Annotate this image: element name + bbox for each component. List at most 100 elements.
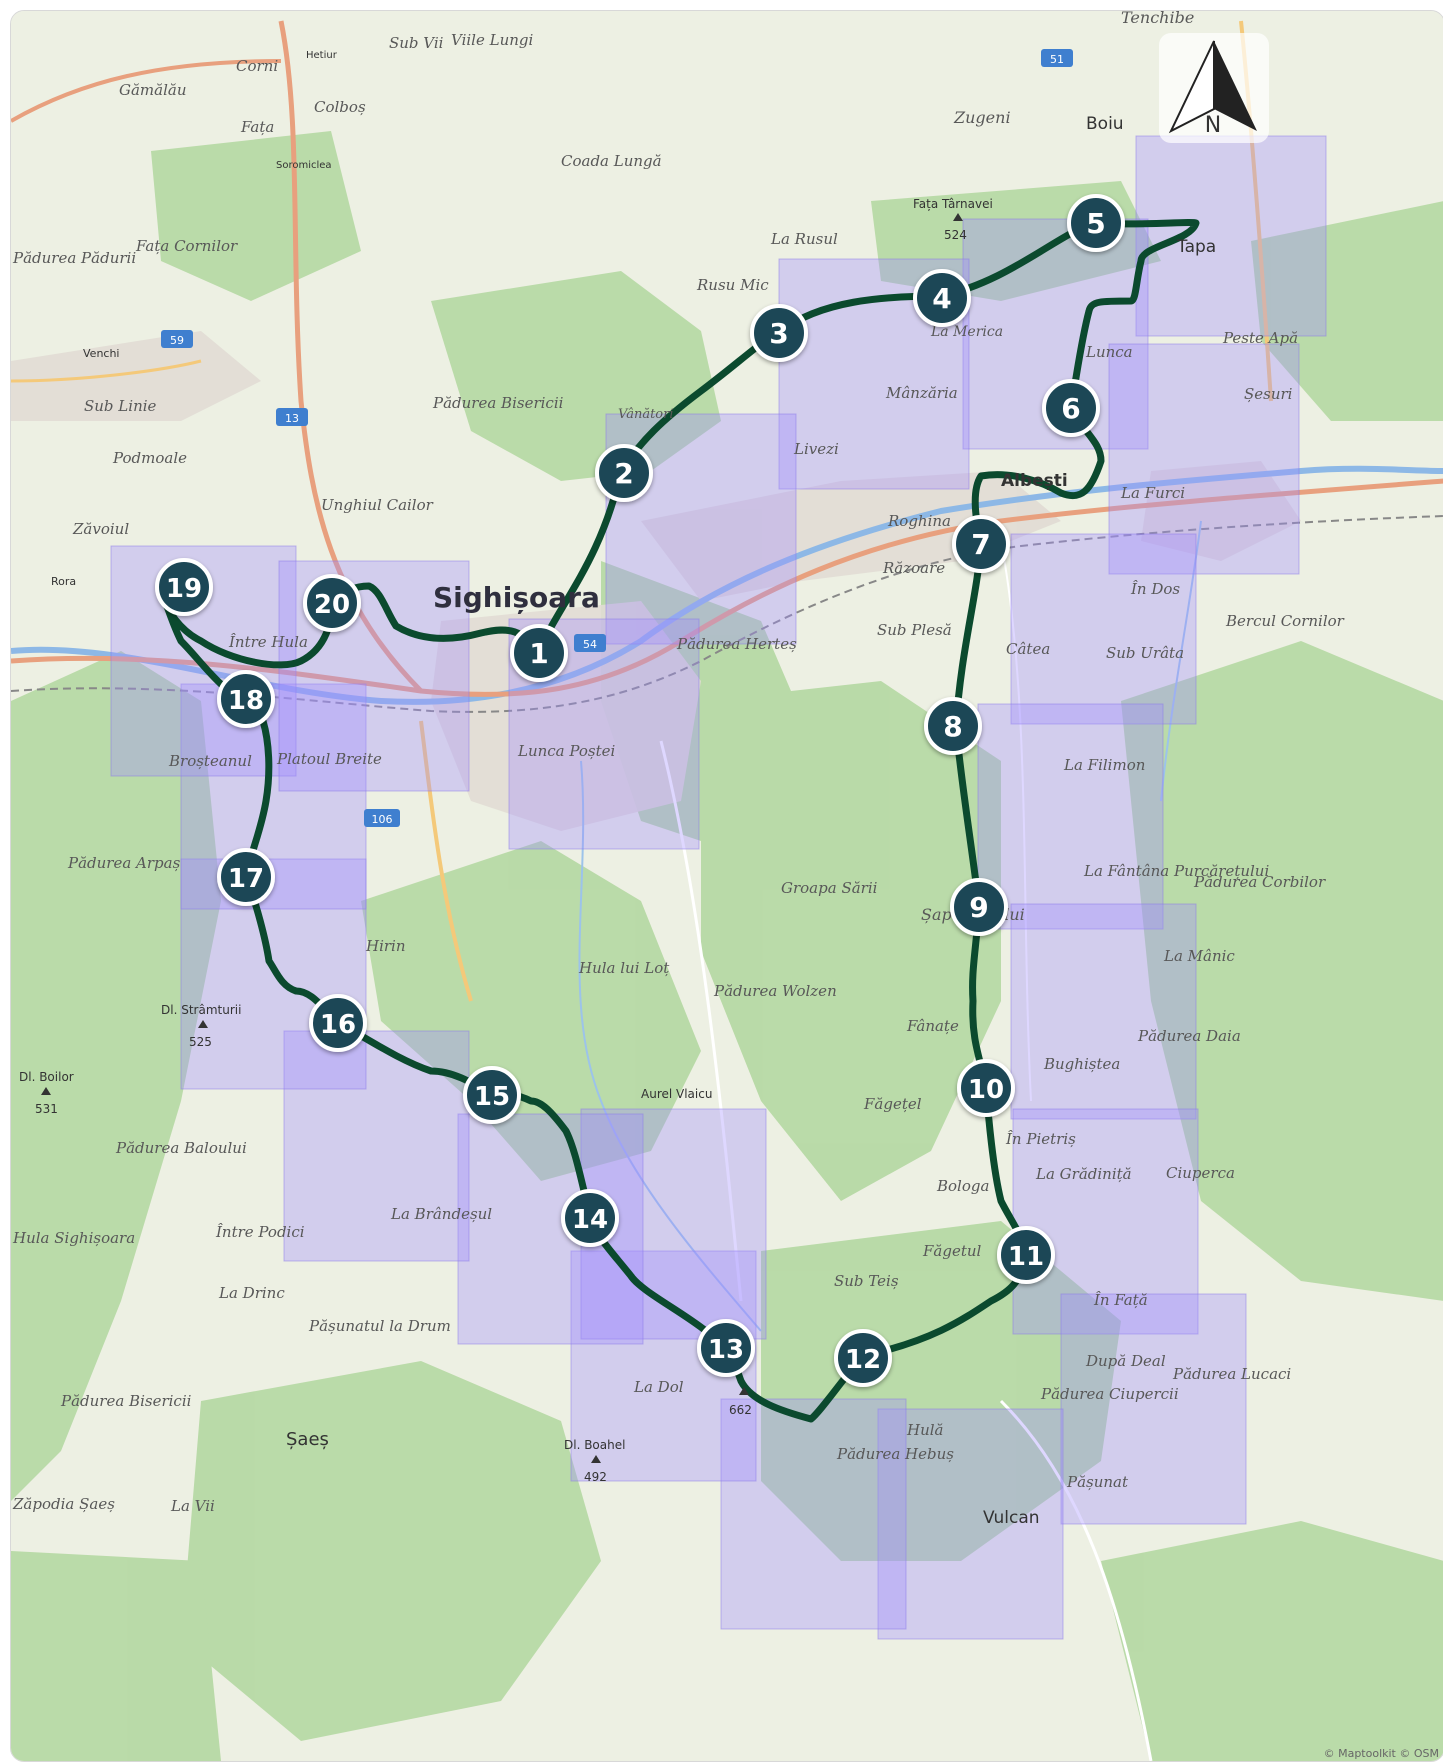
svg-text:În Față: În Față — [1093, 1291, 1148, 1309]
svg-text:Sub Linie: Sub Linie — [84, 397, 157, 415]
svg-text:Fața Cornilor: Fața Cornilor — [135, 237, 238, 255]
svg-text:Pădurea Baloului: Pădurea Baloului — [115, 1139, 247, 1157]
svg-text:Aurel Vlaicu: Aurel Vlaicu — [641, 1087, 712, 1101]
svg-text:Fața Târnavei: Fața Târnavei — [913, 197, 993, 211]
route-stop-1[interactable]: 1 — [510, 624, 568, 682]
svg-text:16: 16 — [320, 1010, 356, 1040]
svg-text:La Rusul: La Rusul — [770, 230, 838, 248]
svg-text:13: 13 — [285, 412, 299, 425]
svg-text:Pădurea Ciupercii: Pădurea Ciupercii — [1040, 1385, 1179, 1403]
svg-text:Platoul Breite: Platoul Breite — [276, 750, 382, 768]
svg-text:Colboș: Colboș — [314, 98, 366, 116]
svg-text:106: 106 — [372, 813, 393, 826]
svg-text:Venchi: Venchi — [83, 347, 120, 360]
svg-text:18: 18 — [228, 686, 264, 716]
route-stop-13[interactable]: 13 — [697, 1319, 755, 1377]
svg-text:Bologa: Bologa — [936, 1177, 989, 1195]
svg-text:Dl. Boahel: Dl. Boahel — [564, 1438, 625, 1452]
svg-text:La Filimon: La Filimon — [1063, 756, 1145, 774]
place-labels: Tenchibe Boiu Zugeni Tapa Peste Apă Șesu… — [12, 11, 1345, 1528]
svg-text:Hula Sighișoara: Hula Sighișoara — [12, 1229, 135, 1247]
svg-text:Broșteanul: Broșteanul — [168, 752, 252, 770]
svg-text:La Grădiniță: La Grădiniță — [1035, 1165, 1132, 1183]
svg-text:Soromiclea: Soromiclea — [276, 160, 332, 171]
svg-text:Tapa: Tapa — [1176, 237, 1216, 257]
svg-text:Tenchibe: Tenchibe — [1121, 11, 1194, 27]
svg-text:După Deal: După Deal — [1085, 1352, 1166, 1370]
svg-text:Pădurea Pădurii: Pădurea Pădurii — [12, 249, 136, 267]
route-stop-8[interactable]: 8 — [924, 697, 982, 755]
svg-text:Coada Lungă: Coada Lungă — [561, 152, 662, 170]
svg-text:Fața: Fața — [240, 118, 274, 136]
urban-areas — [11, 331, 1301, 831]
route-stop-14[interactable]: 14 — [561, 1189, 619, 1247]
svg-text:17: 17 — [228, 864, 264, 894]
svg-text:Șesuri: Șesuri — [1244, 385, 1293, 403]
map-frame[interactable]: 51 59 13 54 106 Sighișoara Tenchibe Boiu… — [10, 10, 1443, 1762]
svg-text:12: 12 — [845, 1345, 881, 1375]
svg-text:Podmoale: Podmoale — [112, 449, 187, 467]
forest-areas — [11, 131, 1443, 1761]
svg-text:La Fântâna Purcărețului: La Fântâna Purcărețului — [1083, 862, 1269, 880]
svg-text:10: 10 — [968, 1075, 1004, 1105]
svg-text:Boiu: Boiu — [1086, 114, 1124, 134]
svg-text:2: 2 — [614, 457, 633, 490]
route-stop-12[interactable]: 12 — [834, 1329, 892, 1387]
svg-text:La Furci: La Furci — [1120, 484, 1185, 502]
route-stop-2[interactable]: 2 — [595, 444, 653, 502]
route-stop-17[interactable]: 17 — [217, 848, 275, 906]
svg-text:662: 662 — [729, 1403, 752, 1417]
peak-dl-boahel: Dl. Boahel 492 — [564, 1438, 625, 1484]
svg-text:Pădurea Lucaci: Pădurea Lucaci — [1172, 1365, 1291, 1383]
svg-text:6: 6 — [1061, 392, 1080, 425]
route-stop-19[interactable]: 19 — [155, 558, 213, 616]
svg-text:Lunca Poștei: Lunca Poștei — [517, 742, 616, 760]
svg-text:La Brândeșul: La Brândeșul — [390, 1205, 492, 1223]
route-stop-11[interactable]: 11 — [997, 1226, 1055, 1284]
road-badge-51: 51 — [1041, 49, 1073, 67]
route-stop-6[interactable]: 6 — [1042, 379, 1100, 437]
road-badge-13: 13 — [276, 408, 308, 426]
svg-text:Livezi: Livezi — [793, 440, 839, 458]
route-stop-9[interactable]: 9 — [950, 878, 1008, 936]
peak-662: 662 — [729, 1387, 752, 1417]
svg-text:Zăvoiul: Zăvoiul — [72, 520, 129, 538]
city-label: Sighișoara — [433, 581, 600, 614]
svg-text:N: N — [1205, 113, 1221, 138]
route-stop-4[interactable]: 4 — [913, 269, 971, 327]
svg-text:525: 525 — [189, 1035, 212, 1049]
svg-text:Bercul Cornilor: Bercul Cornilor — [1225, 612, 1345, 630]
route-stop-7[interactable]: 7 — [952, 515, 1010, 573]
route-stop-20[interactable]: 20 — [303, 574, 361, 632]
svg-text:Fânațe: Fânațe — [906, 1017, 959, 1035]
route-stop-16[interactable]: 16 — [309, 994, 367, 1052]
svg-text:8: 8 — [943, 710, 962, 743]
north-arrow-compass[interactable]: N — [1159, 33, 1269, 143]
svg-text:7: 7 — [971, 528, 990, 561]
svg-text:531: 531 — [35, 1102, 58, 1116]
route-stop-3[interactable]: 3 — [750, 304, 808, 362]
svg-text:5: 5 — [1086, 207, 1105, 240]
svg-text:Roghina: Roghina — [887, 512, 951, 530]
svg-text:Dl. Strâmturii: Dl. Strâmturii — [161, 1003, 241, 1017]
svg-text:3: 3 — [769, 317, 788, 350]
svg-text:Făgetul: Făgetul — [922, 1242, 982, 1260]
route-stop-18[interactable]: 18 — [217, 670, 275, 728]
svg-text:Gămălău: Gămălău — [119, 81, 187, 99]
svg-text:Pădurea Daia: Pădurea Daia — [1137, 1027, 1241, 1045]
svg-text:15: 15 — [474, 1082, 510, 1112]
svg-text:Sub Plesă: Sub Plesă — [877, 621, 952, 639]
svg-text:Mânzăria: Mânzăria — [885, 384, 958, 402]
svg-text:La Vii: La Vii — [170, 1497, 215, 1515]
svg-text:51: 51 — [1050, 53, 1064, 66]
route-stop-15[interactable]: 15 — [463, 1066, 521, 1124]
route-stop-5[interactable]: 5 — [1067, 194, 1125, 252]
railway — [11, 515, 1443, 713]
route-stop-10[interactable]: 10 — [957, 1059, 1015, 1117]
svg-text:Peste Apă: Peste Apă — [1222, 329, 1298, 347]
svg-text:4: 4 — [932, 282, 951, 315]
svg-text:Sub Urâta: Sub Urâta — [1106, 644, 1184, 662]
road-badge-106: 106 — [364, 809, 400, 827]
map-canvas[interactable]: 51 59 13 54 106 Sighișoara Tenchibe Boiu… — [11, 11, 1443, 1761]
svg-text:Pădurea Wolzen: Pădurea Wolzen — [713, 982, 837, 1000]
